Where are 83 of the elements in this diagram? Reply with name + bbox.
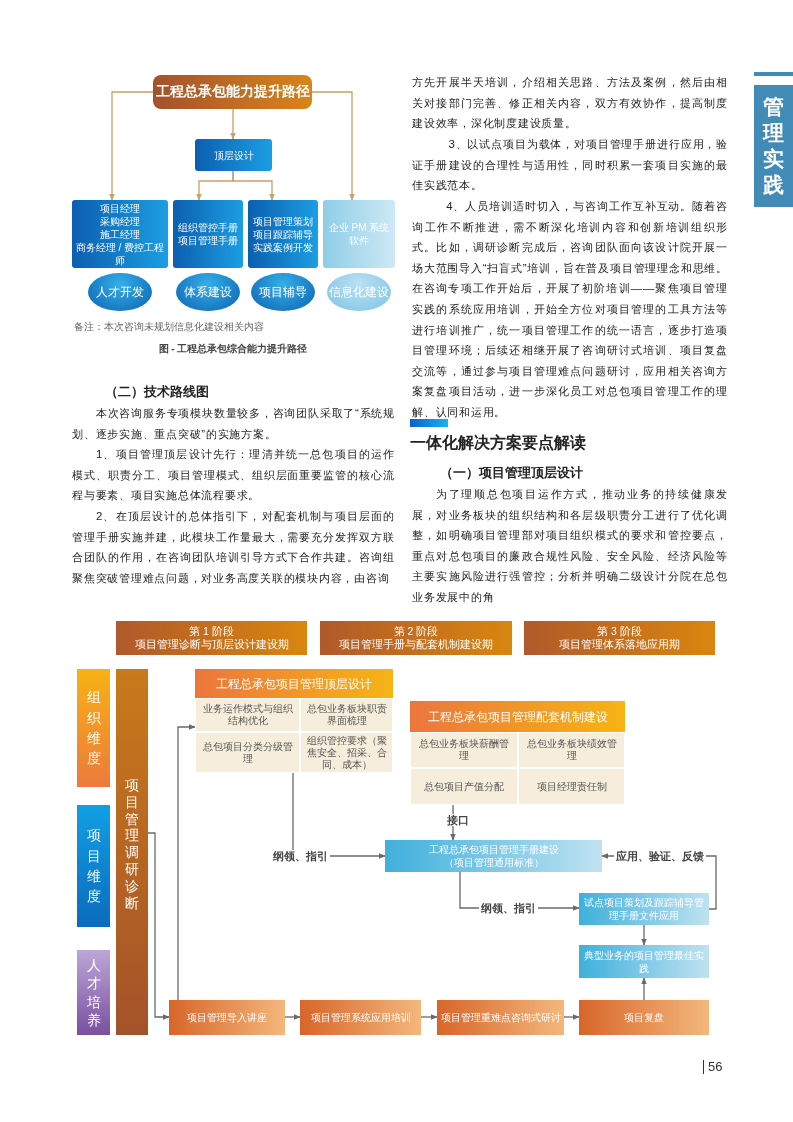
- box-text: 第 2 阶段: [393, 624, 439, 638]
- arrow: [641, 924, 647, 946]
- edge-label: 接口: [445, 814, 471, 826]
- note-text: 备注：本次咨询未规划信息化建设相关内容: [74, 320, 265, 334]
- panel-heading: 工程总承包项目管理顶层设计: [215, 676, 373, 692]
- stage-banner: [320, 621, 512, 655]
- paragraph: 方先开展半天培训，介绍相关思路、方法及案例，然后由相关对接部门完善、修正相关内容，双方有效协作，提高制度建设效率，深化制度建设质量。: [412, 75, 728, 132]
- process-box: [72, 200, 168, 268]
- box-text: 采购经理: [100, 214, 140, 228]
- paragraph: 4、人员培训适时切入，与咨询工作互补互动。随着咨询工作不断推进，需不断深化培训内容和创新培训组织形式。比如，调研诊断完成后，咨询团队面向该设计院开展一场大范围导入“扫盲式”培训，旨在普及项目管理理念和思维。在咨询专项工作开始后，开展了初阶培训——聚焦项目管理实践的系统应用培训，开始全方位对项目管理的工具方法等进行培训推广，统一项目管理工作的统一语言，逐步打造项目管理环境；后续还相继开展了咨询研讨式培训、项目复盘交流等，通过参与项目管理难点问题研讨，应用相关咨询方案复盘项目活动，进一步深化员工对总包项目管理工作的理解、认同和运用。: [412, 199, 728, 420]
- panel-heading: 工程总承包项目管理配套机制建设: [426, 709, 609, 725]
- figure-caption: 图 - 工程总承包综合能力提升路径: [157, 342, 309, 356]
- paragraph: 本次咨询服务专项模块数量较多，咨询团队采取了“系统规划、逐步实施、重点突破”的实施方案。: [72, 406, 395, 442]
- table-cell: 总包项目产值分配: [410, 768, 518, 805]
- dimension-bar: 组织维度: [77, 669, 110, 787]
- process-box: 项目复盘: [579, 1000, 709, 1035]
- paragraph: 2、在顶层设计的总体指引下，对配套机制与项目层面的管理手册实施并建，此模块工作量最大，需要充分发挥双方联合团队的作用，在咨询团队培训引导方式下合作共建。咨询组聚焦突破管理难点问题，对业务高度关联的模块内容，由咨询: [72, 509, 395, 586]
- edge-label: 纲领、指引: [270, 850, 330, 862]
- process-box: 项目管理系统应用培训: [300, 1000, 421, 1035]
- title-box: 工程总承包能力提升路径: [153, 75, 312, 109]
- box-text: 项目管理手册与配套机制建设期: [339, 638, 493, 652]
- table-cell: 总包业务板块职责界面梳理: [300, 698, 393, 732]
- process-box: 顶层设计: [195, 139, 272, 171]
- box-text: 商务经理 / 费控工程师: [74, 240, 166, 267]
- dimension-bar: 项目维度: [77, 805, 110, 927]
- process-box: 试点项目策划及跟踪辅导管理手册文件应用: [579, 893, 709, 925]
- process-box: 项目管理导入讲座: [169, 1000, 285, 1035]
- table-cell: 总包业务板块绩效管理: [518, 732, 625, 768]
- box-text: 项目管理体系落地应用期: [559, 638, 680, 652]
- box-text: （项目管理通用标准）: [443, 856, 544, 869]
- box-text: 工程总承包项目管理手册建设: [428, 843, 559, 856]
- section-heading: （二）技术路线图: [104, 384, 210, 401]
- table-panel: [195, 669, 393, 773]
- paragraph: 1、项目管理顶层设计先行：理清并统一总包项目的运作模式、职责分工、项目管理模式、组织层面重要监管的核心流程与要素、项目实施总体流程要求。: [72, 447, 395, 504]
- section-tab: 管理实践: [754, 85, 793, 207]
- box-text: 软件: [349, 234, 369, 247]
- paragraph: 为了理顺总包项目运作方式，推动业务的持续健康发展，对业务板块的组织结构和各层级职责分工进行了优化调整，如明确项目管理部对项目组织模式的要求和管控要点，重点对总包项目的廉政合规性风险、安全风险、经济风险等主要实施风险进行强管控；分析并明确二级设计分院在总包业务发展中的角: [412, 487, 728, 605]
- table-cell: 组织管控要求（聚焦安全、招采、合同、成本）: [300, 732, 393, 773]
- section-heading: （一）项目管理顶层设计: [439, 465, 584, 482]
- arrow: [147, 832, 170, 1020]
- arrow: [420, 1014, 438, 1020]
- page-number: 56: [708, 1059, 724, 1074]
- process-box: [173, 200, 243, 268]
- arrow: [563, 1014, 580, 1020]
- arrow: [109, 91, 154, 201]
- stage-banner: [524, 621, 715, 655]
- box-text: 第 1 阶段: [189, 624, 234, 638]
- box-text: 项目管理策划: [253, 214, 313, 228]
- process-box: 典型业务的项目管理最佳实践: [579, 945, 709, 978]
- box-text: 项目跟踪辅导: [253, 227, 313, 241]
- box-text: 实践案例开发: [253, 240, 313, 254]
- table-cell: 总包项目分类分级管理: [195, 732, 300, 773]
- box-text: 施工经理: [100, 227, 140, 241]
- box-text: 项目管理诊断与顶层设计建设期: [134, 638, 289, 652]
- arrow: [311, 91, 355, 201]
- box-text: 组织管控手册: [178, 221, 238, 234]
- box-text: 项目管理手册: [178, 234, 238, 247]
- dimension-bar: 人才培养: [77, 950, 110, 1035]
- paragraph: 3、以试点项目为载体，对项目管理手册进行应用，验证手册建设的合理性与适用性，同时积累一套项目实施的最佳实践范本。: [412, 137, 728, 194]
- arrow: [230, 108, 236, 140]
- table-panel: [410, 701, 625, 805]
- arrow: [284, 1014, 301, 1020]
- box-text: 项目经理: [100, 201, 140, 215]
- list-box: [323, 200, 395, 268]
- process-bar: 项目管理调研诊断: [116, 669, 148, 1035]
- category-ellipse: 人才开发: [88, 273, 152, 311]
- category-ellipse: 项目辅导: [251, 273, 315, 311]
- table-cell: 总包业务板块薪酬管理: [410, 732, 518, 768]
- edge-label: 纲领、指引: [478, 902, 538, 914]
- edge-label: 应用、验证、反馈: [614, 850, 706, 862]
- process-box: [385, 840, 602, 872]
- process-box: [248, 200, 318, 268]
- arrow: [177, 724, 196, 1001]
- category-ellipse: 体系建设: [176, 273, 240, 311]
- table-cell: 业务运作模式与组织结构优化: [195, 698, 300, 732]
- category-ellipse: 信息化建设: [327, 273, 391, 311]
- process-box: 项目管理重难点咨询式研讨: [437, 1000, 564, 1035]
- arrow: [641, 977, 647, 1001]
- box-text: 第 3 阶段: [597, 624, 642, 638]
- stage-banner: [116, 621, 307, 655]
- article-heading: 一体化解决方案要点解读: [410, 433, 587, 453]
- table-cell: 项目经理责任制: [518, 768, 625, 805]
- arrow: [232, 170, 275, 201]
